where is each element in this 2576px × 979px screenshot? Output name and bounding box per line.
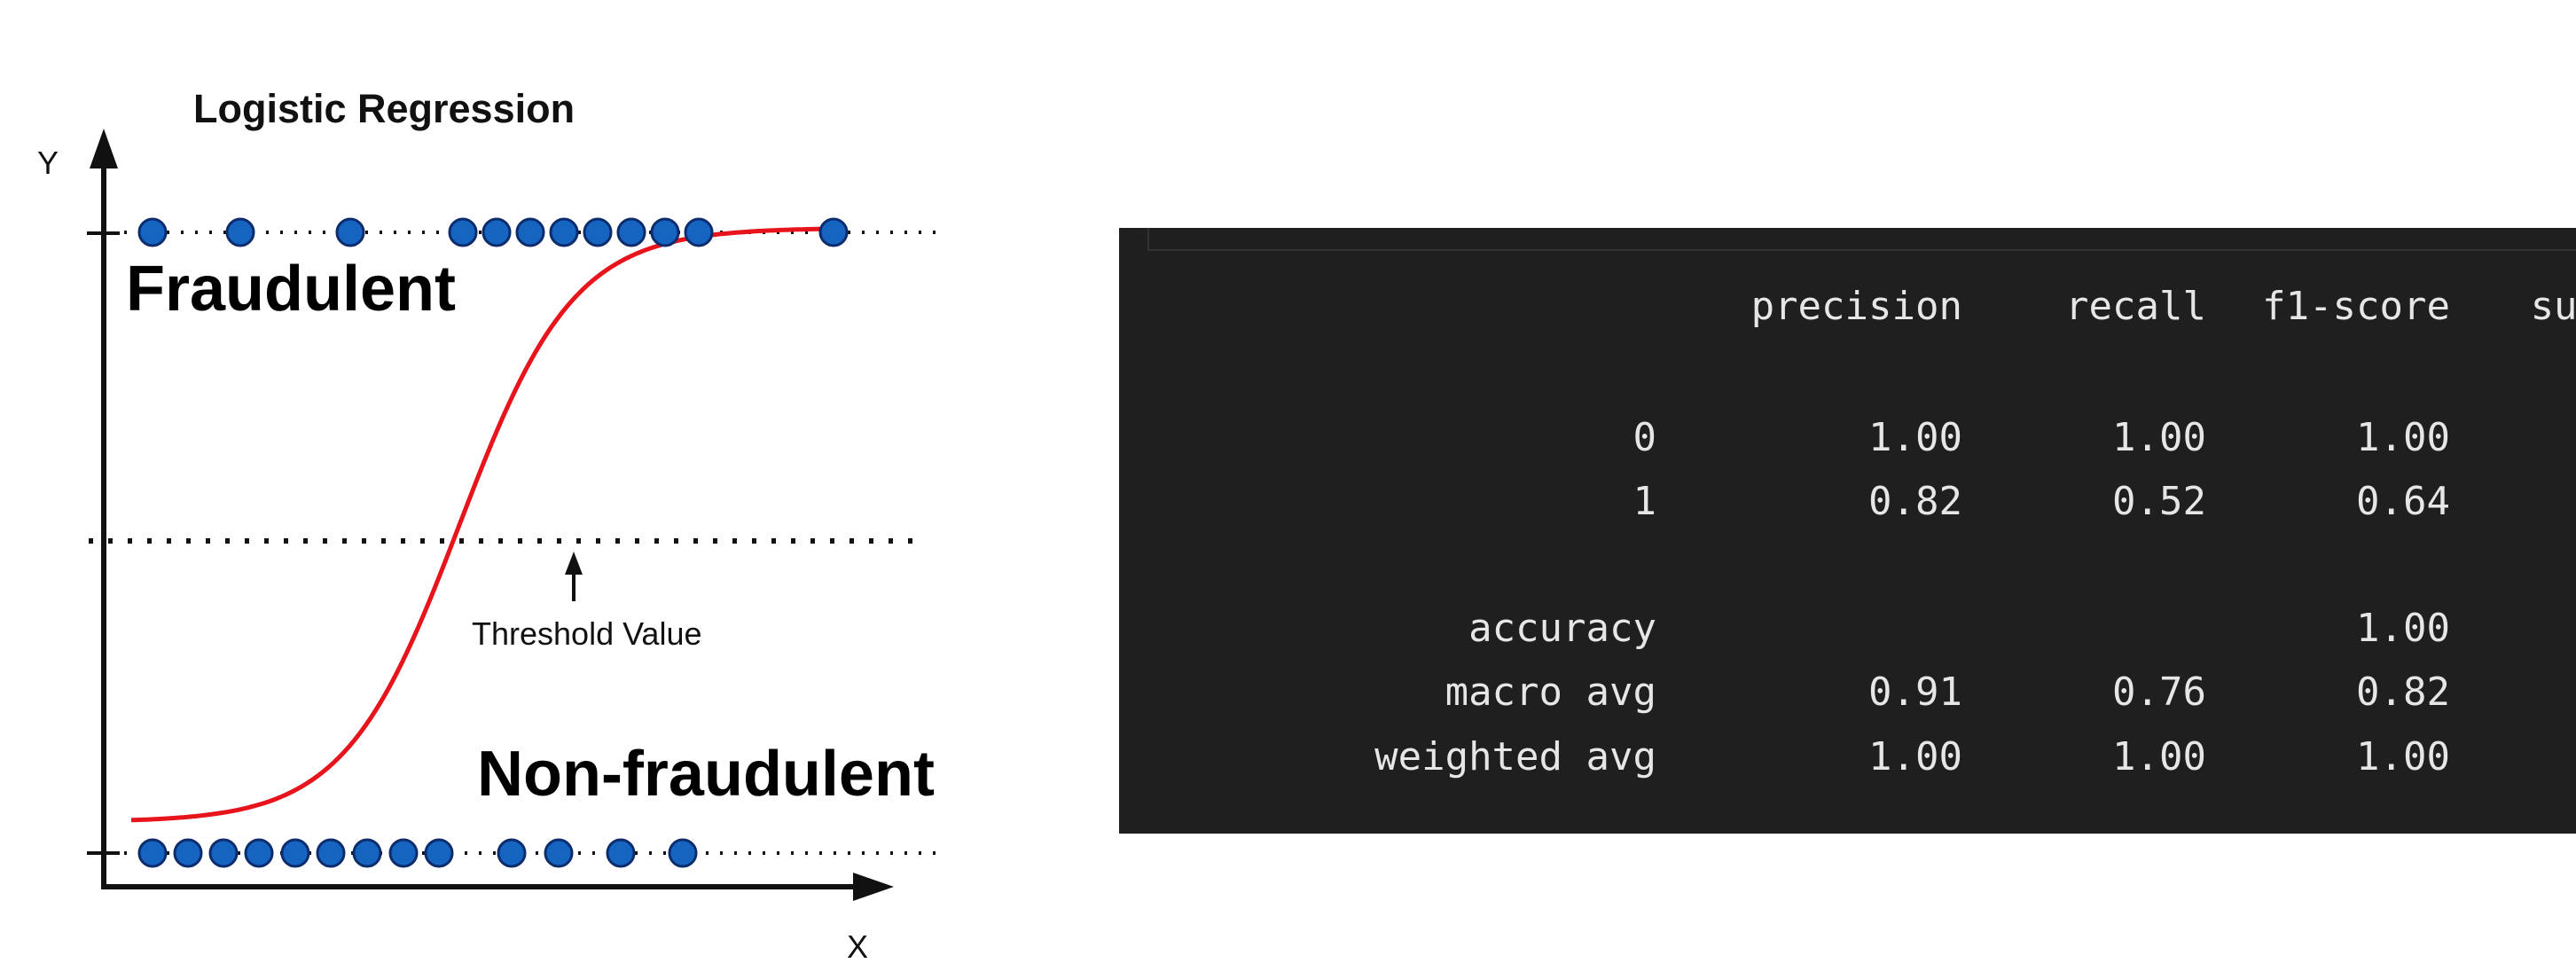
cell-recall: 0.52 bbox=[2112, 479, 2206, 524]
row-label: accuracy bbox=[1468, 606, 1656, 651]
cell-f1-score: 1.00 bbox=[2356, 415, 2450, 460]
cell-recall: 1.00 bbox=[2112, 415, 2206, 460]
y-axis-label: Y bbox=[37, 145, 59, 181]
fraudulent-point bbox=[515, 217, 545, 247]
cell-precision: 1.00 bbox=[1868, 734, 1962, 779]
cell-recall: 1.00 bbox=[2112, 734, 2206, 779]
fraudulent-point bbox=[616, 217, 646, 247]
fraudulent-point bbox=[549, 217, 579, 247]
non-fraudulent-point bbox=[280, 838, 310, 868]
diagram-title: Logistic Regression bbox=[193, 86, 575, 131]
non-fraudulent-points bbox=[137, 838, 698, 868]
sigmoid-curve bbox=[130, 226, 834, 823]
non-fraudulent-point bbox=[497, 838, 527, 868]
panel-top-border bbox=[1147, 228, 2576, 251]
fraudulent-point bbox=[583, 217, 613, 247]
fraudulent-point bbox=[225, 217, 255, 247]
non-fraudulent-point bbox=[137, 838, 168, 868]
non-fraudulent-point bbox=[388, 838, 419, 868]
x-axis-arrowhead bbox=[853, 873, 894, 901]
non-fraudulent-point bbox=[173, 838, 203, 868]
header-recall: recall bbox=[2065, 284, 2206, 329]
row-label: weighted avg bbox=[1374, 734, 1656, 779]
fraudulent-point bbox=[650, 217, 680, 247]
cell-recall: 0.76 bbox=[2112, 670, 2206, 715]
header-support: support bbox=[2530, 284, 2576, 329]
header-precision: precision bbox=[1750, 284, 1962, 329]
fraudulent-point bbox=[482, 217, 512, 247]
fraudulent-label: Fraudulent bbox=[126, 254, 456, 325]
row-label: 0 bbox=[1633, 415, 1657, 460]
fraudulent-points bbox=[137, 217, 849, 247]
fraudulent-point bbox=[137, 217, 168, 247]
header-f1-score: f1-score bbox=[2262, 284, 2450, 329]
y-axis-arrowhead bbox=[90, 129, 118, 168]
non-fraudulent-point bbox=[244, 838, 274, 868]
cell-f1-score: 0.82 bbox=[2356, 670, 2450, 715]
fraudulent-point bbox=[335, 217, 365, 247]
cell-precision: 0.91 bbox=[1868, 670, 1962, 715]
non-fraudulent-point bbox=[606, 838, 636, 868]
non-fraudulent-point bbox=[544, 838, 574, 868]
classification-report-panel: precision recall f1-score support 0 1.00 1… bbox=[1119, 228, 2576, 834]
fraudulent-point bbox=[448, 217, 478, 247]
fraudulent-point bbox=[684, 217, 714, 247]
cell-f1-score: 1.00 bbox=[2356, 606, 2450, 651]
row-label: 1 bbox=[1633, 479, 1657, 524]
non-fraudulent-point bbox=[424, 838, 454, 868]
non-fraudulent-point bbox=[352, 838, 382, 868]
non-fraudulent-point bbox=[668, 838, 698, 868]
cell-precision: 0.82 bbox=[1868, 479, 1962, 524]
x-axis-label: X bbox=[847, 928, 868, 965]
cell-f1-score: 0.64 bbox=[2356, 479, 2450, 524]
non-fraudulent-point bbox=[208, 838, 239, 868]
fraudulent-point bbox=[818, 217, 849, 247]
threshold-value-label: Threshold Value bbox=[472, 615, 702, 652]
cell-f1-score: 1.00 bbox=[2356, 734, 2450, 779]
logistic-regression-diagram: Logistic Regression Y X Fraudulent Non-f… bbox=[37, 86, 940, 965]
non-fraudulent-label: Non-fraudulent bbox=[477, 739, 935, 810]
non-fraudulent-point bbox=[316, 838, 346, 868]
row-label: macro avg bbox=[1445, 670, 1656, 715]
threshold-arrowhead bbox=[565, 552, 583, 575]
cell-precision: 1.00 bbox=[1868, 415, 1962, 460]
